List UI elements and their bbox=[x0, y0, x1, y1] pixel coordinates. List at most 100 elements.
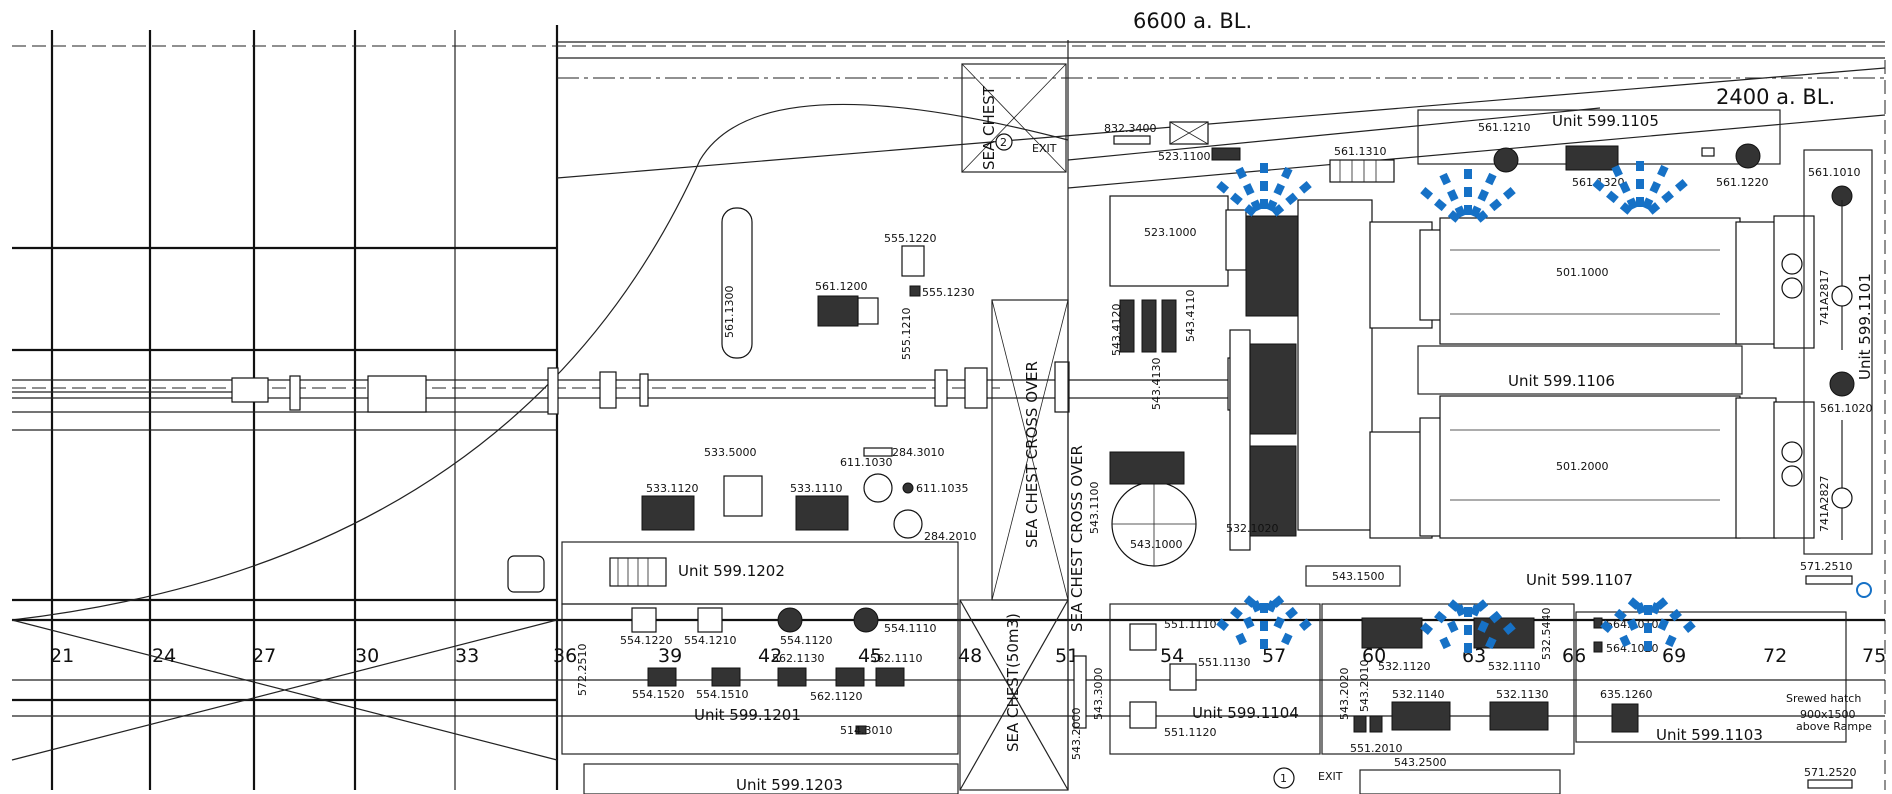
frame-numbers: 21 24 27 30 33 36 39 42 45 48 51 54 57 6… bbox=[50, 645, 1886, 667]
tag: 561.1220 bbox=[1716, 176, 1769, 189]
highlight-dash bbox=[1434, 610, 1447, 624]
tag: 555.1230 bbox=[922, 286, 975, 299]
highlight-dash bbox=[1454, 205, 1467, 218]
highlight-dash bbox=[1285, 192, 1298, 206]
highlight-dash bbox=[1216, 181, 1230, 194]
highlight-dash bbox=[1644, 623, 1652, 633]
highlight-dash bbox=[1464, 607, 1472, 617]
tag: 284.3010 bbox=[892, 446, 945, 459]
highlight-dash bbox=[1636, 161, 1644, 171]
marker-1: 1 bbox=[1280, 772, 1287, 785]
tag: 554.1120 bbox=[780, 634, 833, 647]
tag: 532.1130 bbox=[1496, 688, 1549, 701]
frame-label: 51 bbox=[1055, 645, 1079, 667]
sea-chest-top: SEA CHEST 2 EXIT bbox=[961, 63, 1067, 173]
unit-label: Unit 599.1202 bbox=[678, 562, 785, 580]
sea-chest-cross-over-label: SEA CHEST CROSS OVER bbox=[1023, 361, 1041, 548]
tag: 551.2010 bbox=[1350, 742, 1403, 755]
tag: 562.1110 bbox=[870, 652, 923, 665]
elevation-lines bbox=[11, 40, 1886, 790]
unit-label: Unit 599.1203 bbox=[736, 776, 843, 794]
highlight-dash bbox=[1669, 608, 1682, 622]
tag: 561.1210 bbox=[1478, 121, 1531, 134]
tag: 284.2010 bbox=[924, 530, 977, 543]
tag: 543.1000 bbox=[1130, 538, 1183, 551]
highlight-dash bbox=[1636, 179, 1644, 189]
unit-1104-region: 543.3000 543.2000 551.1110 551.1130 551.… bbox=[1070, 603, 1872, 794]
tag: 741A2817 bbox=[1818, 269, 1831, 326]
highlight-dash bbox=[1619, 181, 1631, 194]
tag: 514.3010 bbox=[840, 724, 893, 737]
tag: 554.1210 bbox=[684, 634, 737, 647]
aux-top-row: 832.3400 523.1100 561.1310 bbox=[1104, 121, 1395, 183]
highlight-dash bbox=[1230, 192, 1243, 206]
tag: 555.1210 bbox=[900, 308, 913, 361]
hatch-label-1: Srewed hatch bbox=[1786, 692, 1861, 705]
tag: 555.1220 bbox=[884, 232, 937, 245]
left-grid bbox=[12, 25, 559, 790]
tag: 554.1510 bbox=[696, 688, 749, 701]
bottom-structure bbox=[11, 599, 1885, 791]
tag: 543.2500 bbox=[1394, 756, 1447, 769]
elevation-label-right: 2400 a. BL. bbox=[1716, 85, 1835, 109]
highlight-dash bbox=[1592, 179, 1606, 192]
unit-1105: Unit 599.1105 561.1210 561.1320 561.1220 bbox=[1417, 109, 1781, 189]
highlight-dash bbox=[1250, 600, 1263, 613]
propeller-shaft bbox=[12, 357, 1243, 415]
highlight-dash bbox=[1271, 595, 1285, 608]
unit-label: Unit 599.1106 bbox=[1508, 372, 1615, 390]
highlight-dash bbox=[1627, 618, 1639, 631]
highlight-dash bbox=[1502, 622, 1516, 635]
tag: 572.2510 bbox=[576, 644, 589, 697]
tag: 551.1120 bbox=[1164, 726, 1217, 739]
unit-label: Unit 599.1107 bbox=[1526, 571, 1633, 589]
tag: 543.4120 bbox=[1110, 304, 1123, 357]
frame-label: 48 bbox=[958, 645, 982, 667]
highlight-dash bbox=[1454, 604, 1467, 617]
highlight-dash bbox=[1260, 199, 1268, 209]
frame-label: 72 bbox=[1763, 645, 1787, 667]
frame-label: 54 bbox=[1160, 645, 1184, 667]
tag: 551.1130 bbox=[1198, 656, 1251, 669]
tag: 532.1020 bbox=[1226, 522, 1279, 535]
highlight-dash bbox=[1485, 636, 1497, 650]
tag: 543.2000 bbox=[1070, 708, 1083, 761]
highlight-dash bbox=[1477, 620, 1489, 633]
unit-label: Unit 599.1201 bbox=[694, 706, 801, 724]
tag: 543.3000 bbox=[1092, 668, 1105, 721]
tag: 501.2000 bbox=[1556, 460, 1609, 473]
highlight-dash bbox=[1235, 632, 1247, 646]
sea-chest-cross-over-label: SEA CHEST CROSS OVER bbox=[1068, 445, 1086, 632]
tag: 543.1100 bbox=[1088, 482, 1101, 535]
frame-label: 45 bbox=[858, 645, 882, 667]
tag: 523.1000 bbox=[1144, 226, 1197, 239]
highlight-dash bbox=[1447, 620, 1459, 633]
tag: 561.1310 bbox=[1334, 145, 1387, 158]
sea-chest-cross-over: SEA CHEST CROSS OVER SEA CHEST CROSS OVE… bbox=[959, 299, 1086, 791]
unit-label: Unit 599.1105 bbox=[1552, 112, 1659, 130]
tag: 533.1110 bbox=[790, 482, 843, 495]
tag: 561.1200 bbox=[815, 280, 868, 293]
highlight-dash bbox=[1606, 190, 1619, 204]
highlight-dash bbox=[1619, 202, 1633, 215]
highlight-dash bbox=[1644, 641, 1652, 651]
highlight-dash bbox=[1464, 643, 1472, 653]
highlight-dash bbox=[1260, 603, 1268, 613]
highlight-dash bbox=[1636, 197, 1644, 207]
tag: 561.1020 bbox=[1820, 402, 1873, 415]
tag: 523.1100 bbox=[1158, 150, 1211, 163]
highlight-dash bbox=[1243, 616, 1255, 629]
frame-label: 75 bbox=[1862, 645, 1886, 667]
tag: 611.1030 bbox=[840, 456, 893, 469]
highlight-dash bbox=[1447, 189, 1459, 202]
highlight-dash bbox=[1634, 602, 1647, 615]
frame-label: 24 bbox=[152, 645, 176, 667]
frame-label: 57 bbox=[1262, 645, 1286, 667]
unit-1101: 561.1010 561.1020 741A2817 741A2827 Unit… bbox=[1800, 149, 1874, 598]
elevation-label-top: 6600 a. BL. bbox=[1133, 9, 1252, 33]
tag: 533.1120 bbox=[646, 482, 699, 495]
tag: 611.1035 bbox=[916, 482, 969, 495]
highlight-dash bbox=[1614, 608, 1627, 622]
highlight-dash bbox=[1657, 164, 1669, 178]
highlight-dash bbox=[1464, 625, 1472, 635]
